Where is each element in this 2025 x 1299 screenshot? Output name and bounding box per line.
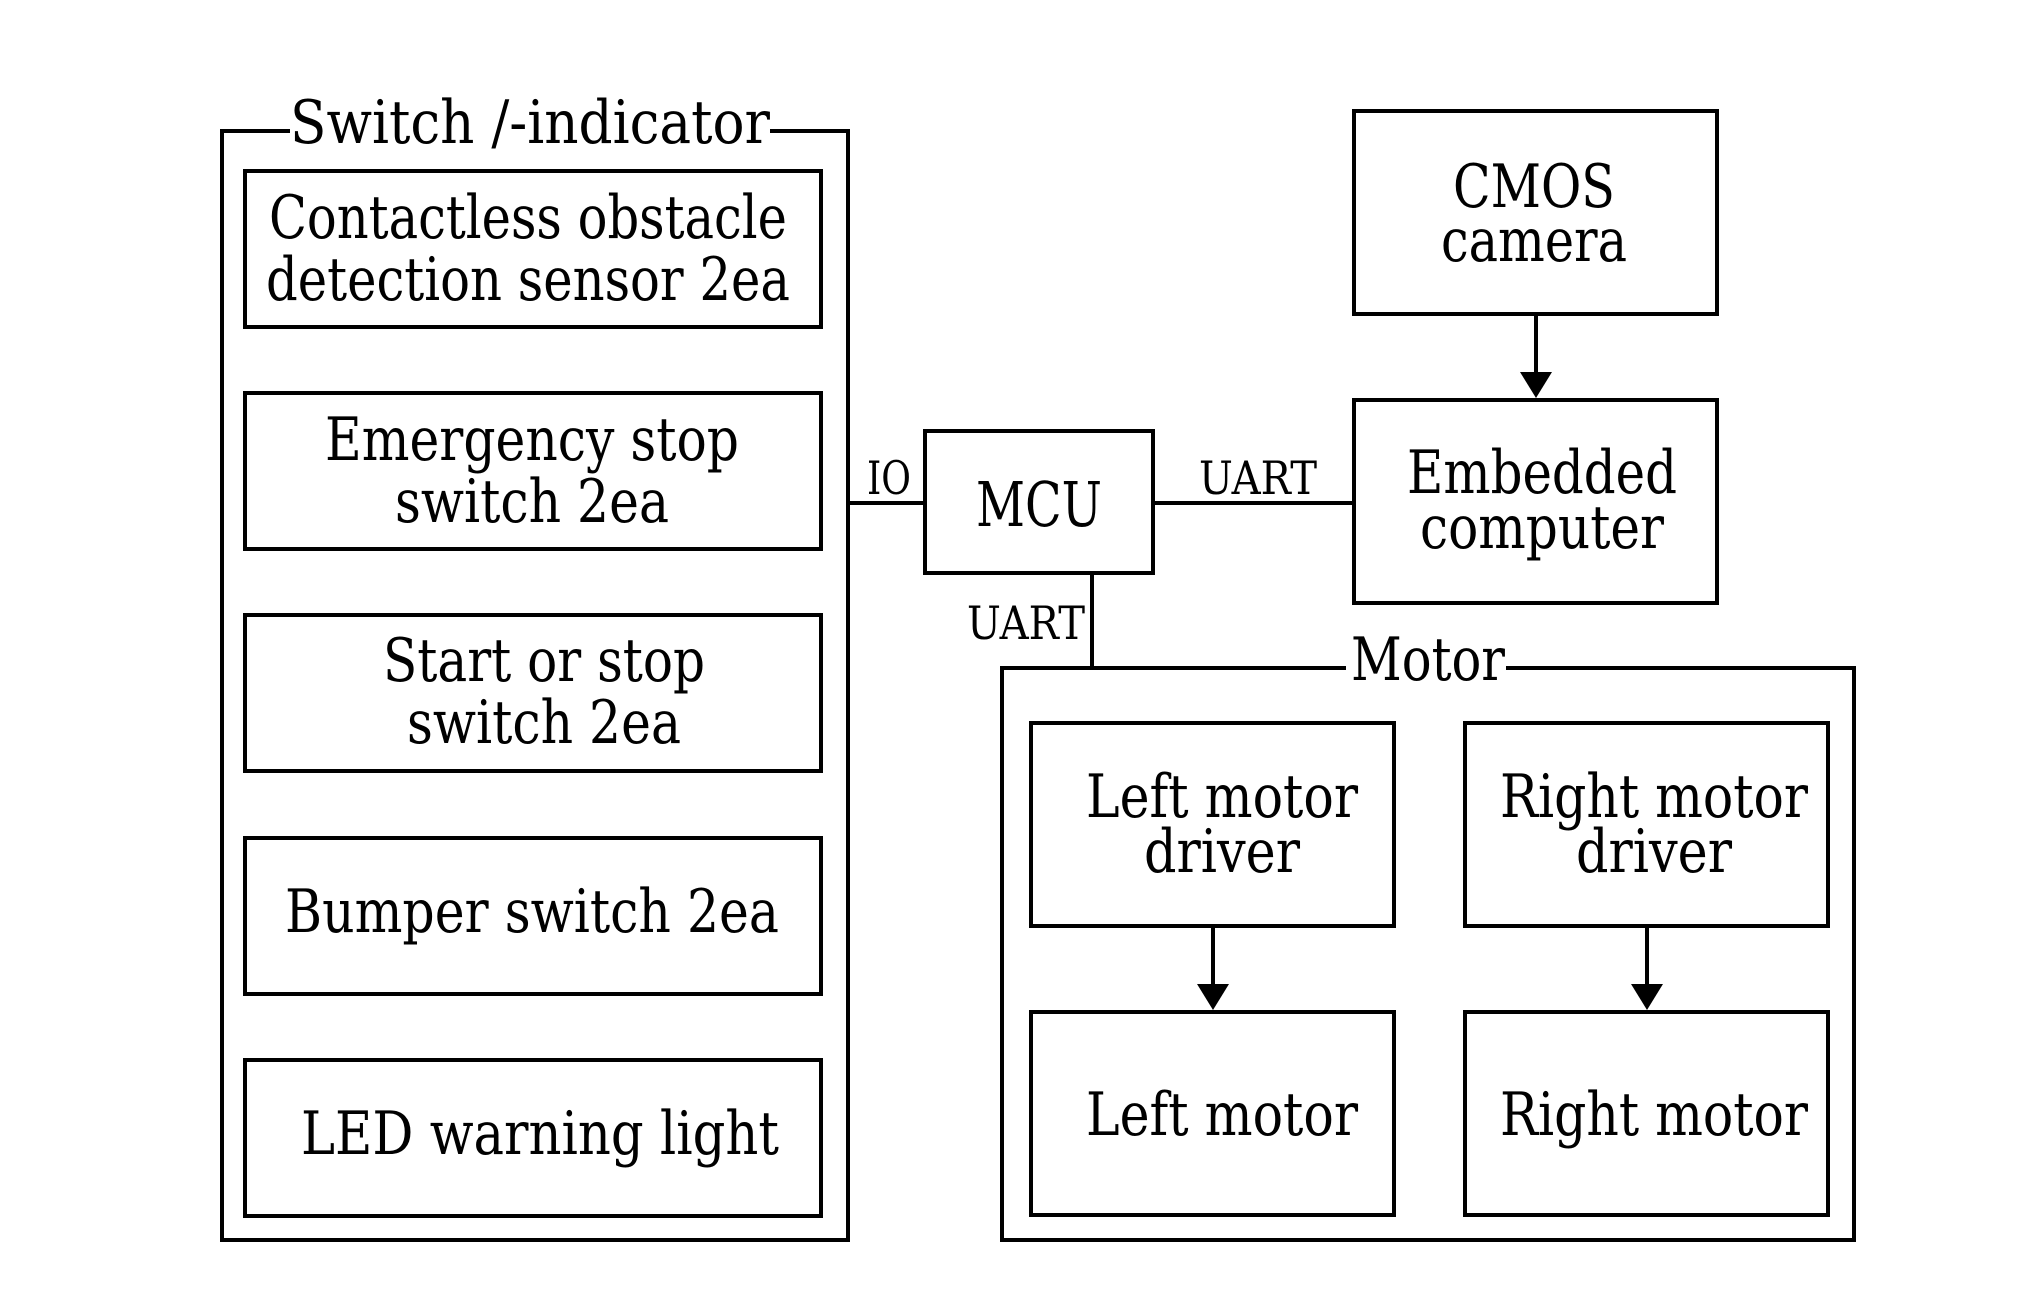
bumper-switch-label: Bumper switch 2ea: [285, 877, 779, 947]
right-driver-to-motor-arrow: [1631, 926, 1663, 1010]
led-warning-light-box: LED warning light: [243, 1058, 823, 1218]
switch-indicator-group-title: Switch /-indicator: [290, 88, 770, 158]
embedded-computer-label-line-1: Embedded: [1407, 438, 1677, 508]
left-driver-to-motor-arrowhead: [1197, 984, 1229, 1010]
mcu-box: MCU: [923, 429, 1155, 575]
io-connection-label: IO: [867, 451, 911, 505]
motor-group-title: Motor: [1351, 625, 1505, 695]
uart-mcu-embedded-label: UART: [1199, 451, 1317, 505]
emergency-stop-box: Emergency stop switch 2ea: [243, 391, 823, 551]
cmos-camera-label-line-2: camera: [1441, 206, 1627, 276]
start-stop-label-line-1: Start or stop: [383, 626, 705, 696]
obstacle-sensor-label-line-2: detection sensor 2ea: [266, 245, 790, 315]
emergency-stop-label-line-1: Emergency stop: [325, 405, 739, 475]
embedded-computer-box: Embedded computer: [1352, 398, 1719, 605]
uart-mcu-motor-label: UART: [967, 596, 1085, 650]
uart-mcu-embedded-connection: UART: [1153, 451, 1354, 505]
cmos-camera-box: CMOS camera: [1352, 109, 1719, 316]
start-stop-box: Start or stop switch 2ea: [243, 613, 823, 773]
camera-to-embedded-arrowhead: [1520, 372, 1552, 398]
left-motor-driver-box: Left motor driver: [1029, 721, 1396, 928]
left-motor-label: Left motor: [1086, 1080, 1358, 1150]
io-connection: IO: [848, 451, 925, 505]
right-motor-driver-label-line-2: driver: [1576, 817, 1732, 887]
obstacle-sensor-box: Contactless obstacle detection sensor 2e…: [243, 169, 823, 329]
emergency-stop-label-line-2: switch 2ea: [395, 467, 669, 537]
left-driver-to-motor-arrow: [1197, 926, 1229, 1010]
led-warning-light-label: LED warning light: [301, 1099, 779, 1169]
camera-to-embedded-arrow: [1520, 314, 1552, 398]
motor-group: Motor: [1000, 625, 1856, 1242]
embedded-computer-label-line-2: computer: [1420, 493, 1664, 563]
left-motor-driver-label-line-2: driver: [1144, 817, 1300, 887]
right-motor-driver-box: Right motor driver: [1463, 721, 1830, 928]
right-motor-box: Right motor: [1463, 1010, 1830, 1217]
uart-mcu-motor-connection: UART: [967, 573, 1094, 668]
right-motor-driver-label-line-1: Right motor: [1500, 762, 1808, 832]
cmos-camera-label-line-1: CMOS: [1453, 152, 1615, 222]
left-motor-box: Left motor: [1029, 1010, 1396, 1217]
right-driver-to-motor-arrowhead: [1631, 984, 1663, 1010]
mcu-label: MCU: [976, 468, 1102, 541]
left-motor-driver-label-line-1: Left motor: [1086, 762, 1358, 832]
bumper-switch-box: Bumper switch 2ea: [243, 836, 823, 996]
motor-group-frame: [1000, 666, 1856, 1242]
obstacle-sensor-label-line-1: Contactless obstacle: [269, 183, 787, 253]
switch-indicator-group-frame: [220, 129, 850, 1242]
start-stop-label-line-2: switch 2ea: [407, 688, 681, 758]
switch-indicator-group: Switch /-indicator: [220, 88, 850, 1242]
right-motor-label: Right motor: [1500, 1080, 1808, 1150]
